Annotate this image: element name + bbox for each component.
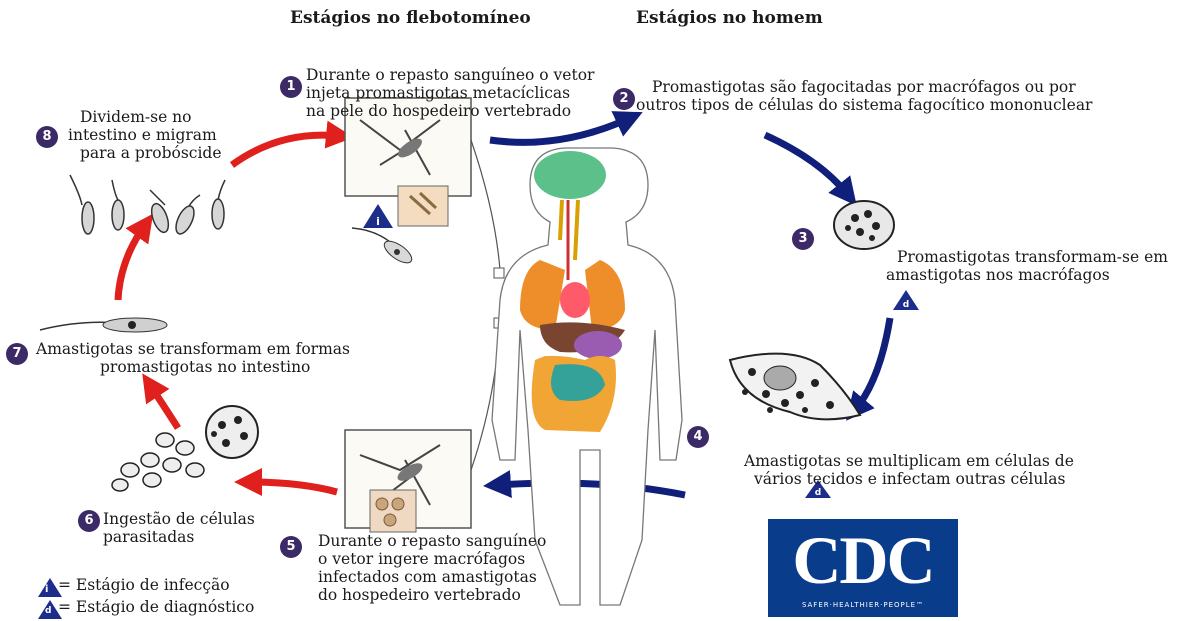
arrow-8-to-1	[232, 135, 340, 165]
arrow-3-to-4	[855, 318, 890, 410]
arrow-6-to-7	[150, 385, 178, 428]
arrow-5-to-6	[248, 482, 337, 492]
stage-2-text-line-2: outros tipos de células do sistema fagoc…	[636, 96, 1092, 114]
stage-7-text-line-1: Amastigotas se transformam em formas	[36, 340, 350, 358]
stage-8-badge: 8	[36, 126, 58, 148]
infected-tissue-cell-stage-4	[730, 354, 860, 420]
stage-5-badge: 5	[280, 536, 302, 558]
stage-5-text-line-4: do hospedeiro vertebrado	[318, 586, 521, 604]
stage-1-text-line-1: Durante o repasto sanguíneo o vetor	[306, 66, 594, 84]
cdc-logo: CDC SAFER·HEALTHIER·PEOPLE™	[768, 519, 958, 617]
svg-text:i: i	[376, 215, 380, 228]
stage-8-text-line-3: para a probóscide	[80, 144, 222, 162]
promastigote-stage-7	[40, 318, 167, 332]
stage-2-badge: 2	[613, 88, 635, 110]
legend-infection-letter: i	[45, 584, 48, 595]
cdc-logo-tagline: SAFER·HEALTHIER·PEOPLE™	[768, 601, 958, 609]
cdc-logo-letters: CDC	[768, 523, 958, 597]
diagnosis-marker-stage-3: d	[893, 290, 919, 310]
stage-3-text-line-2: amastigotas nos macrófagos	[886, 266, 1110, 284]
stage-1-badge: 1	[280, 76, 302, 98]
arrow-2-to-3	[765, 135, 848, 195]
header-human-stages: Estágios no homem	[636, 8, 823, 28]
stage-3-badge: 3	[792, 228, 814, 250]
stage-8-text-line-2: intestino e migram	[68, 126, 217, 144]
svg-text:d: d	[903, 300, 909, 310]
stage-3-text-line-1: Promastigotas transformam-se em	[897, 248, 1168, 266]
stage-5-text-line-1: Durante o repasto sanguíneo	[318, 532, 546, 550]
sandfly-bite-image-bottom	[345, 430, 471, 532]
stage-6-text-line-1: Ingestão de células	[103, 510, 255, 528]
stage-4-text-line-1: Amastigotas se multiplicam em células de	[744, 452, 1074, 470]
arrow-1-to-2	[490, 118, 630, 142]
promastigote-under-stage-1	[352, 228, 415, 267]
stage-6-badge: 6	[78, 510, 100, 532]
stage-7-badge: 7	[6, 343, 28, 365]
stage-4-text-line-2: vários tecidos e infectam outras células	[754, 470, 1066, 488]
infected-macrophage-stage-3	[834, 201, 894, 249]
svg-text:d: d	[815, 488, 821, 498]
stage-5-text-line-2: o vetor ingere macrófagos	[318, 550, 525, 568]
arrow-4-to-5	[497, 483, 685, 495]
legend-infection-label: = Estágio de infecção	[58, 576, 230, 594]
ingested-parasitized-cells-stage-6	[112, 406, 258, 491]
stage-6-text-line-2: parasitadas	[103, 528, 194, 546]
legend-diagnosis-letter: d	[45, 606, 51, 616]
stage-8-text-line-1: Dividem-se no	[80, 108, 192, 126]
arrow-7-to-8	[118, 225, 145, 300]
stage-1-text-line-3: na pele do hospedeiro vertebrado	[306, 102, 571, 120]
infection-stage-marker: i	[363, 204, 393, 228]
stage-7-text-line-2: promastigotas no intestino	[100, 358, 310, 376]
stage-5-text-line-3: infectados com amastigotas	[318, 568, 537, 586]
header-sandfly-stages: Estágios no flebotomíneo	[290, 8, 531, 28]
legend-diagnosis-label: = Estágio de diagnóstico	[58, 598, 254, 616]
stage-4-badge: 4	[687, 426, 709, 448]
stage-1-text-line-2: injeta promastigotas metacíclicas	[306, 84, 570, 102]
stage-2-text-line-1: Promastigotas são fagocitadas por macróf…	[652, 78, 1076, 96]
